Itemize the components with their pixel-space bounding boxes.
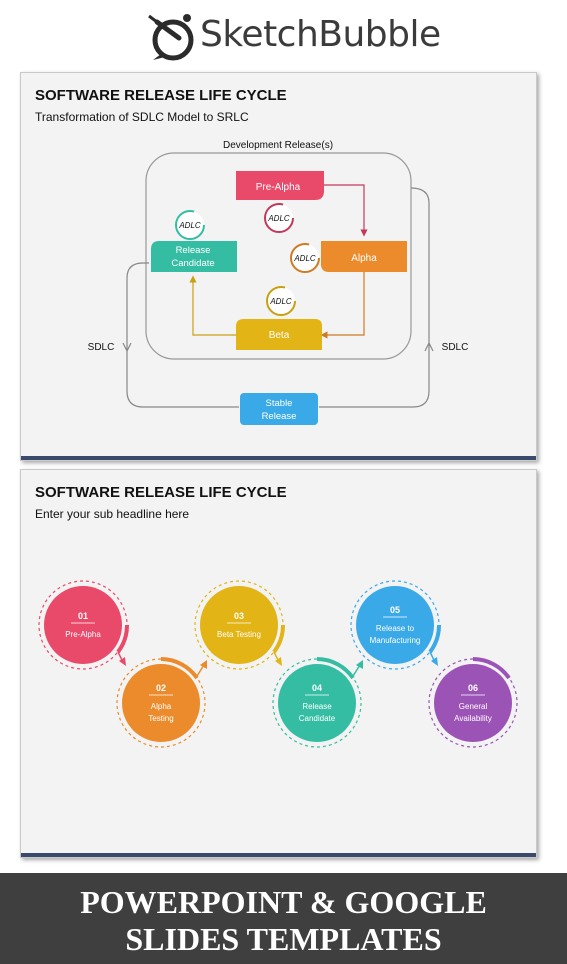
beta-node [236,319,322,350]
diagram-text: Availability [454,714,492,723]
diagram-text: 04 [312,683,322,693]
diagram-text: Alpha [151,702,172,711]
sdlc-left-label: SDLC [88,342,115,353]
adlc-cycle-icon-rc: ADLC [175,210,205,240]
slide-subtitle: Enter your sub headline here [35,507,190,521]
diagram-text: Release [302,702,332,711]
slide-release-steps: SOFTWARE RELEASE LIFE CYCLE Enter your s… [20,469,537,858]
diagram-text: 03 [234,611,244,621]
stable-release-node [240,393,318,425]
diagram-text: Pre-Alpha [65,630,101,639]
footer-line1: POWERPOINT & GOOGLE [80,884,487,920]
development-release-label: Development Release(s) [223,140,333,151]
step-pre-alpha: 01 Pre-Alpha [38,580,130,670]
diagram-text: ADLC [269,297,292,306]
beta-label: Beta [269,330,290,341]
diagram-text: ADLC [293,254,316,263]
diagram-text: 02 [156,683,166,693]
adlc-cycle-icon-alpha: ADLC [290,243,320,273]
slide-subtitle: Transformation of SDLC Model to SRLC [35,110,249,124]
diagram-text: 01 [78,611,88,621]
diagram-text: Testing [148,714,173,723]
arrow-beta-rc [189,275,236,336]
step-release-to-manufacturing: 05 Release to Manufacturing [350,580,442,670]
footer-line2: SLIDES TEMPLATES [125,921,442,957]
diagram-text: ADLC [178,221,201,230]
pre-alpha-node [236,171,324,200]
step-beta-testing: 03 Beta Testing [194,580,286,670]
sdlc-right-label: SDLC [442,342,469,353]
diagram-text: ADLC [267,214,290,223]
step-general-availability: 06 General Availability [428,657,518,748]
sketchbubble-logo-icon [148,14,194,61]
slide-title: SOFTWARE RELEASE LIFE CYCLE [35,484,287,501]
alpha-node [321,241,407,272]
slide-bottom-bar [21,456,536,460]
rc-label-line1: Release [176,245,211,256]
alpha-label: Alpha [351,253,377,264]
slide-sdlc-to-srlc: SOFTWARE RELEASE LIFE CYCLE Transformati… [20,72,537,461]
diagram-text: Release to [376,624,415,633]
adlc-cycle-icon-beta: ADLC [266,286,296,316]
diagram-text: Manufacturing [370,636,421,645]
pre-alpha-label: Pre-Alpha [256,182,301,193]
sdlc-loop-left [126,262,239,408]
diagram-text: Beta Testing [217,630,261,639]
diagram-text: 06 [468,683,478,693]
development-release-frame [145,152,412,360]
sdlc-loop-right [319,187,430,408]
arrow-prealpha-alpha [324,184,368,237]
diagram-text: Candidate [299,714,336,723]
rc-label-line2: Candidate [171,258,214,269]
step-release-candidate: 04 Release Candidate [272,657,362,748]
release-candidate-node [151,241,237,272]
stable-label-line2: Release [262,411,297,422]
adlc-cycle-icon-prealpha: ADLC [264,203,294,233]
srlc-diagram: Development Release(s) SDLC SDLC Pre-Alp… [88,140,469,425]
slide-title: SOFTWARE RELEASE LIFE CYCLE [35,87,287,104]
diagram-text: General [459,702,488,711]
release-steps-diagram: 01 Pre-Alpha 02 Alpha Testing 03 Beta Te… [38,580,518,748]
stable-label-line1: Stable [266,398,293,409]
slide-bottom-bar [21,853,536,857]
arrow-alpha-beta [320,272,365,339]
diagram-text: 05 [390,605,400,615]
step-alpha-testing: 02 Alpha Testing [116,657,206,748]
brand-name: SketchBubble [200,14,441,55]
footer-banner: POWERPOINT & GOOGLE SLIDES TEMPLATES [0,873,567,964]
brand-header: SketchBubble [0,0,567,72]
